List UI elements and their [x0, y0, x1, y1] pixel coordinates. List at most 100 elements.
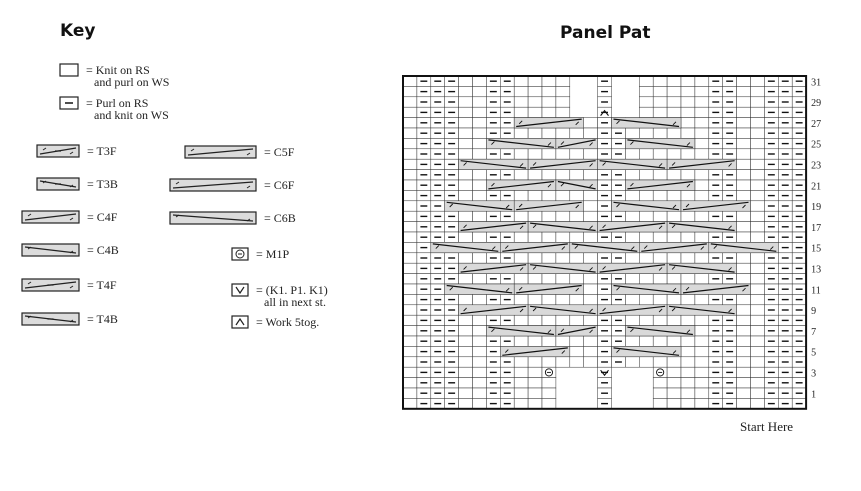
chart-cell: [541, 294, 557, 306]
chart-cell: [472, 252, 487, 264]
chart-cell: [652, 169, 668, 181]
chart-cell: [652, 86, 668, 98]
chart-cell: [513, 86, 529, 98]
chart-cell: [555, 294, 571, 306]
row-number: 7: [811, 327, 816, 338]
chart-cell: [639, 294, 654, 306]
chart-cell: [402, 377, 418, 389]
chart-cell: [402, 262, 418, 274]
chart-cell: [736, 252, 751, 264]
key-symbol-5tog: [231, 315, 249, 329]
chart-cell: [694, 179, 710, 191]
chart-cell: [402, 294, 418, 306]
chart-cell: [513, 127, 529, 139]
chart-cell: [527, 210, 543, 222]
chart-cell: [639, 252, 654, 264]
cable-line: [488, 139, 554, 148]
chart-cell: [458, 346, 473, 358]
chart-cell: [402, 158, 418, 170]
chart-cell: [694, 75, 710, 87]
chart-cell: [652, 377, 668, 389]
chart-cell: [541, 335, 557, 347]
chart-cell: [583, 210, 598, 222]
key-label-c4f: = C4F: [87, 210, 118, 224]
chart-cell: [750, 252, 765, 264]
chart-cell: [666, 96, 682, 108]
cable-line: [446, 201, 513, 211]
chart-cell: [736, 304, 751, 316]
chart-cell: [402, 190, 418, 202]
chart-cell: [750, 179, 765, 191]
chart-cell: [583, 169, 598, 181]
chart-title: Panel Pat: [560, 23, 650, 43]
chart-cell: [680, 148, 696, 160]
chart-cell: [472, 335, 487, 347]
chart-cell: [736, 117, 751, 129]
cable-line: [613, 201, 680, 211]
chart-cell: [736, 138, 751, 150]
chart-cell: [680, 252, 696, 264]
chart-cell: [541, 106, 557, 118]
chart-cell: [402, 127, 418, 139]
cable-line: [460, 305, 527, 315]
chart-cell: [666, 231, 682, 243]
row-number: 3: [811, 369, 816, 380]
chart-cell: [666, 127, 682, 139]
chart-cell: [458, 387, 473, 399]
chart-cell: [666, 75, 682, 87]
key-label-c6f: = C6F: [264, 178, 295, 192]
cable-line: [669, 222, 735, 232]
chart-cell: [652, 231, 668, 243]
chart-cell: [750, 346, 765, 358]
chart-cell: [736, 335, 751, 347]
chart-cell: [472, 356, 487, 368]
chart-cell: [652, 148, 668, 160]
chart-cell: [625, 335, 640, 347]
chart-cell: [750, 190, 765, 202]
chart-cell: [541, 169, 557, 181]
cable-line: [613, 347, 680, 356]
chart-cell: [583, 356, 598, 368]
cable-line: [516, 118, 582, 128]
chart-cell: [472, 294, 487, 306]
chart-cell: [513, 106, 529, 118]
chart-cell: [472, 346, 487, 358]
chart-cell: [750, 148, 765, 160]
chart-cell: [541, 314, 557, 326]
cable-line: [557, 326, 596, 336]
chart-cell: [625, 314, 640, 326]
key-label-t3b: = T3B: [87, 177, 118, 191]
chart-cell: [555, 148, 571, 160]
chart-cell: [652, 75, 668, 87]
chart-cell: [680, 335, 696, 347]
cable-line: [557, 180, 596, 190]
chart-cell: [680, 127, 696, 139]
chart-cell: [639, 96, 654, 108]
chart-cell: [472, 325, 487, 337]
chart-cell: [472, 377, 487, 389]
chart-cell: [402, 366, 418, 378]
chart-cell: [527, 398, 543, 410]
cable-line: [710, 243, 777, 252]
chart-cell: [569, 148, 584, 160]
chart-cell: [513, 398, 529, 410]
chart-cell: [569, 169, 584, 181]
chart-cell: [666, 366, 682, 378]
chart-cell: [625, 148, 640, 160]
chart-cell: [513, 366, 529, 378]
key-label-knit: and purl on WS: [94, 75, 169, 89]
cable-line: [599, 305, 666, 315]
chart-cell: [694, 387, 710, 399]
key-label-k1p1k1: all in next st.: [264, 295, 326, 309]
chart-cell: [472, 210, 487, 222]
chart-cell: [527, 335, 543, 347]
chart-cell: [472, 138, 487, 150]
chart-cell: [750, 366, 765, 378]
chart-cell: [541, 356, 557, 368]
chart-cell: [583, 252, 598, 264]
chart-cell: [513, 273, 529, 285]
chart-cell: [527, 169, 543, 181]
cable-line: [669, 305, 735, 315]
chart-cell: [694, 231, 710, 243]
chart-cell: [513, 169, 529, 181]
